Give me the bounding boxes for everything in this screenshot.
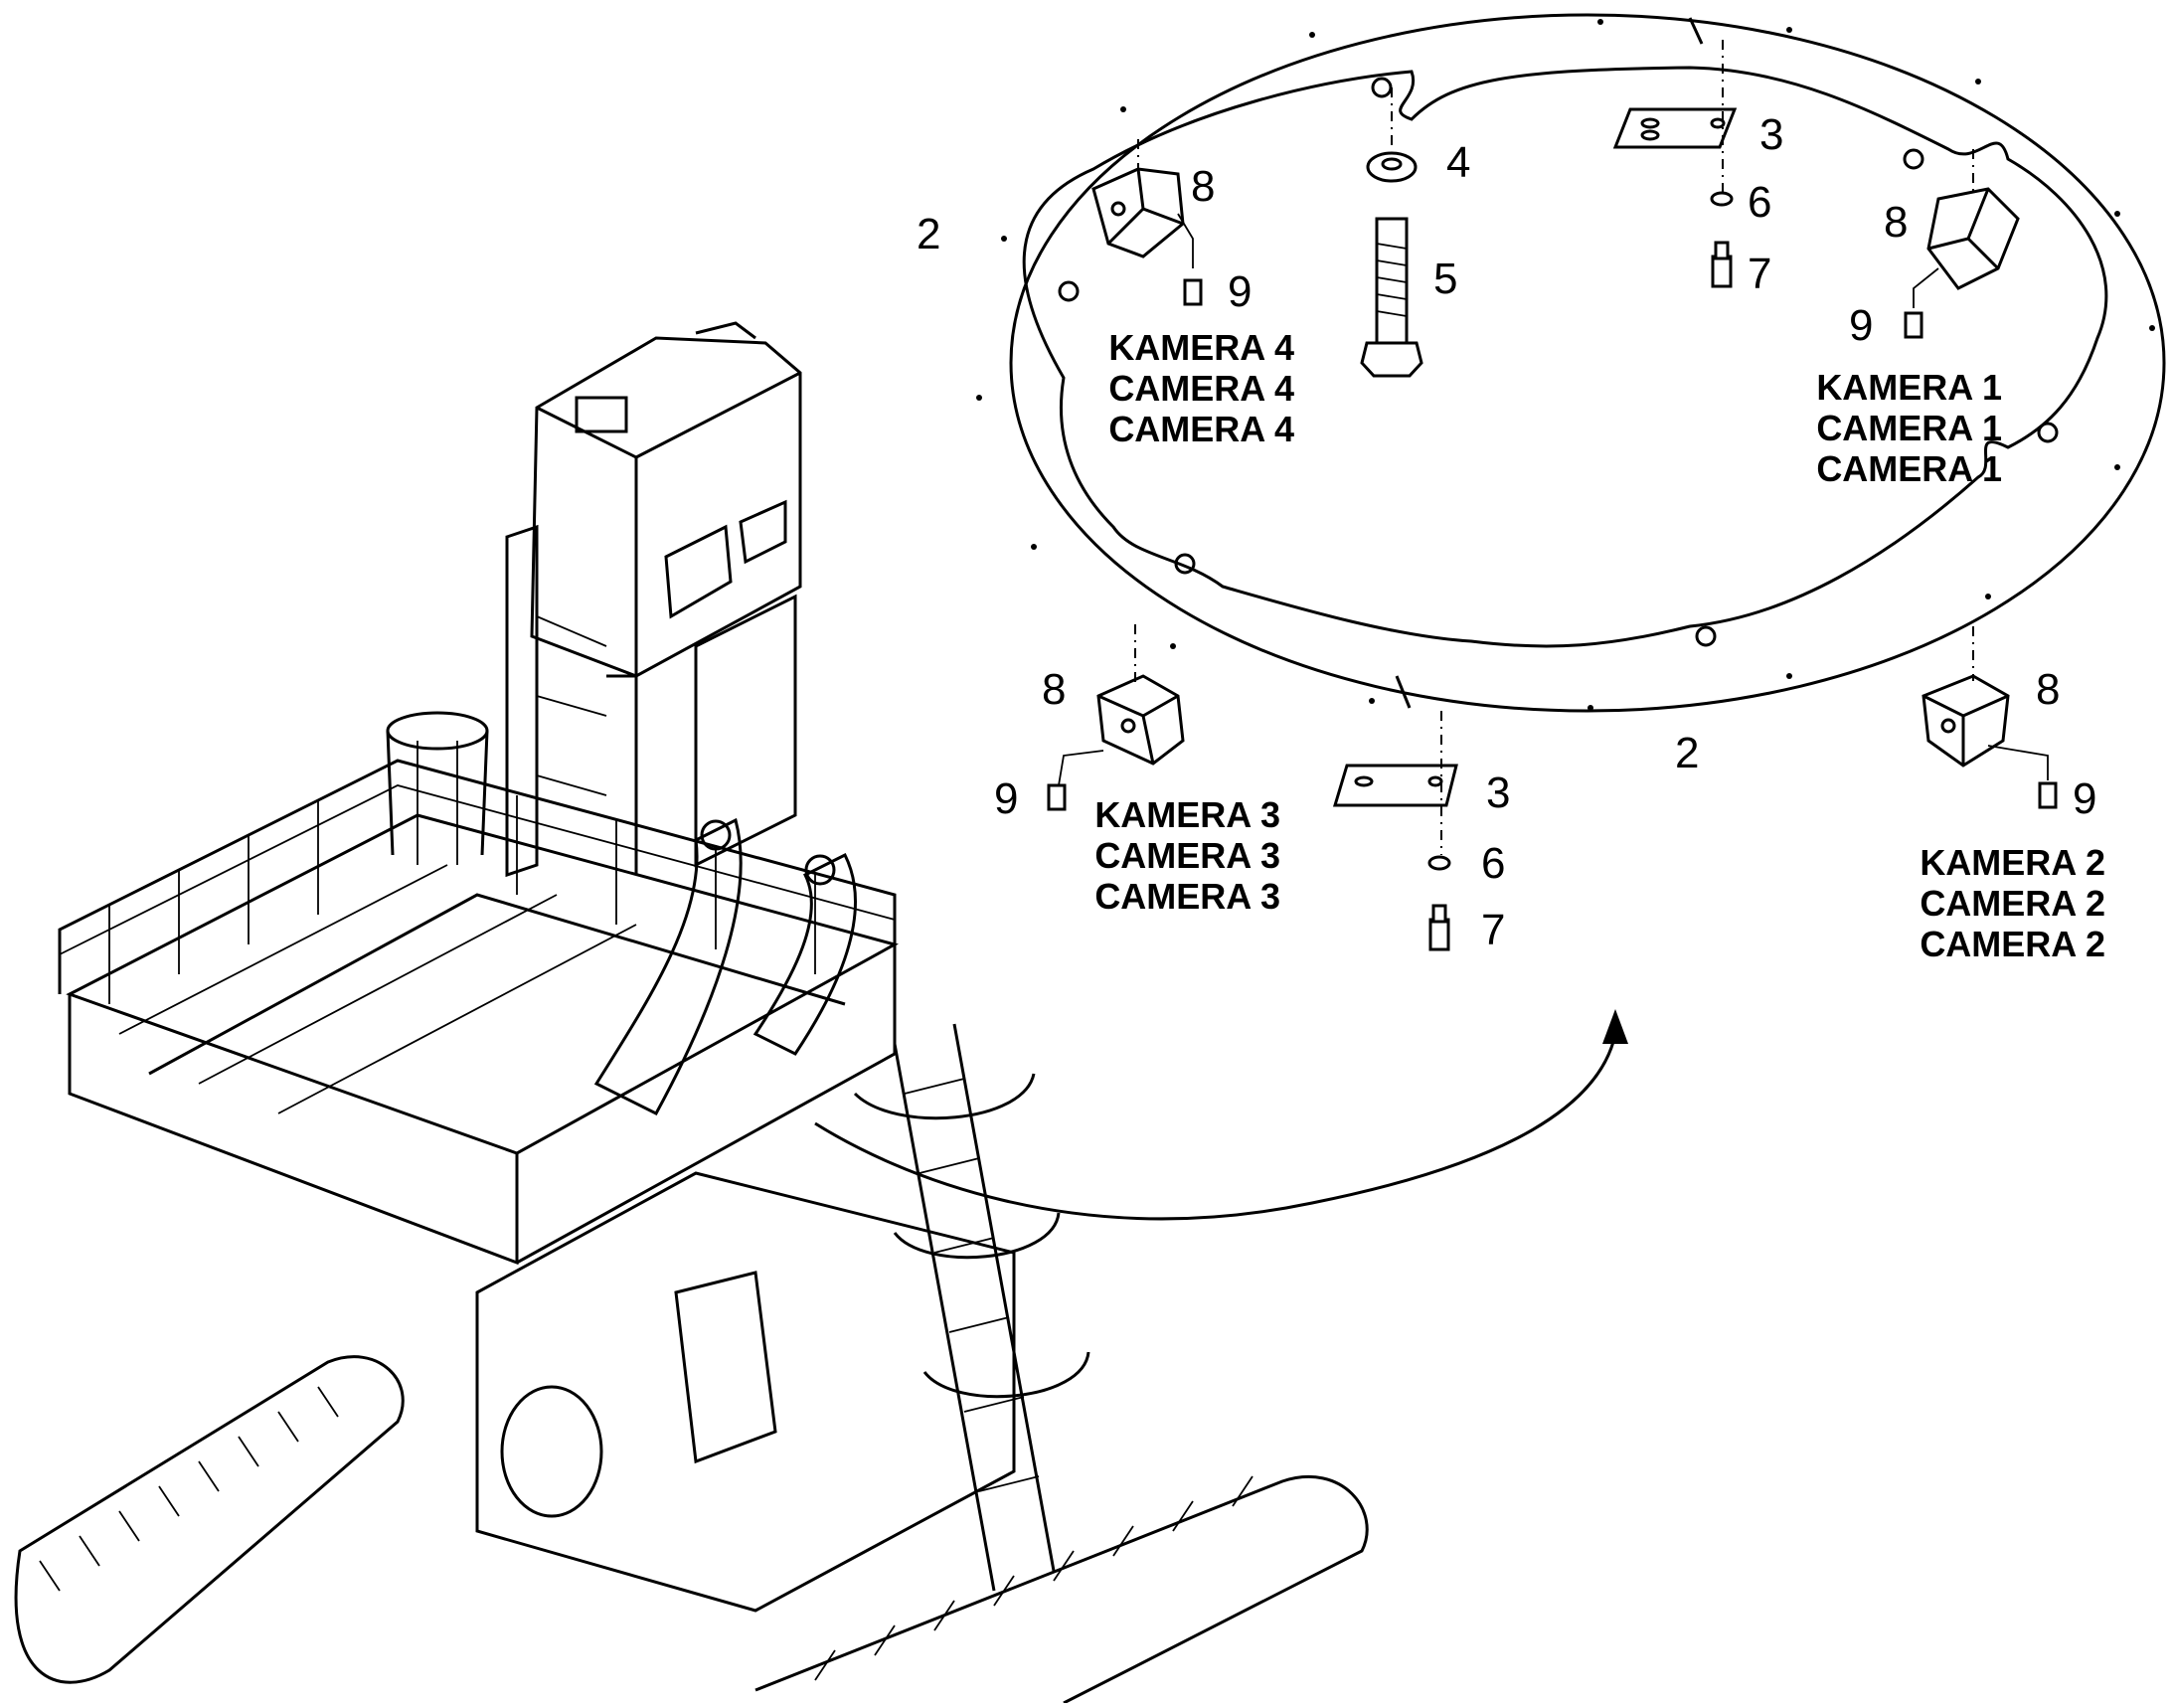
ring-lug: [1174, 553, 1196, 575]
svg-text:CAMERA 2: CAMERA 2: [1920, 883, 2105, 924]
handrails: [58, 759, 897, 1004]
callout-bracket-cam3: 8: [1042, 665, 1066, 714]
callout-ring-bottom: 2: [1675, 729, 1699, 777]
svg-text:KAMERA 1: KAMERA 1: [1816, 367, 2002, 408]
mounting-ring: [976, 13, 2166, 713]
access-ladder: [853, 1023, 1090, 1592]
camera-screw-3: [1047, 783, 1067, 811]
svg-text:KAMERA 3: KAMERA 3: [1094, 794, 1280, 835]
callout-plate-top: 3: [1759, 110, 1783, 159]
lock-washer-bottom: [1427, 855, 1451, 871]
svg-text:KAMERA 2: KAMERA 2: [1920, 842, 2105, 883]
svg-text:CAMERA 1: CAMERA 1: [1816, 408, 2002, 448]
callout-bolt: 5: [1433, 255, 1457, 303]
callout-screw-cam1: 9: [1849, 301, 1873, 350]
ring-lug: [2037, 422, 2059, 443]
excavator-illustration: [14, 321, 1369, 1705]
camera-bracket-3: [1096, 674, 1185, 766]
callout-bracket-cam2: 8: [2036, 665, 2060, 714]
svg-text:KAMERA 4: KAMERA 4: [1108, 327, 1294, 368]
operator-cab: [530, 321, 802, 678]
camera-4-label: KAMERA 4 CAMERA 4 CAMERA 4: [1108, 327, 1294, 449]
cab-tower: [505, 524, 797, 878]
camera-2-label: KAMERA 2 CAMERA 2 CAMERA 2: [1920, 842, 2105, 964]
ring-lug: [1371, 77, 1393, 98]
camera-screw-4: [1183, 278, 1203, 306]
callout-bracket-cam4: 8: [1191, 162, 1215, 211]
camera-bracket-4: [1091, 167, 1185, 258]
svg-text:CAMERA 4: CAMERA 4: [1108, 368, 1294, 409]
car-body: [475, 1171, 1016, 1613]
svg-text:CAMERA 3: CAMERA 3: [1094, 835, 1280, 876]
camera-3-label: KAMERA 3 CAMERA 3 CAMERA 3: [1094, 794, 1280, 917]
ring-joint-top: [1688, 17, 1704, 45]
upper-deck: [66, 813, 899, 1266]
boom-foot: [593, 817, 857, 1115]
spacer-plate-top: [1612, 107, 1738, 149]
callout-screw-cam3: 9: [994, 774, 1018, 823]
svg-text:CAMERA 3: CAMERA 3: [1094, 876, 1280, 917]
crawler-track-right: [754, 1474, 1369, 1705]
callout-lockwasher-top: 6: [1748, 178, 1771, 227]
callout-screw-cam2: 9: [2073, 774, 2096, 823]
svg-text:CAMERA 4: CAMERA 4: [1108, 409, 1294, 449]
spacer-plate-bottom: [1332, 764, 1458, 807]
callout-screw-bottom: 7: [1481, 906, 1505, 954]
callout-screw-top: 7: [1748, 250, 1771, 298]
callout-washer: 4: [1446, 138, 1470, 187]
camera-bracket-1: [1926, 187, 2020, 290]
ring-lug: [1903, 148, 1924, 170]
callout-lockwasher-bottom: 6: [1481, 839, 1505, 888]
long-bolt-part: [1360, 217, 1423, 378]
small-bolt-top: [1711, 241, 1733, 288]
ring-lug: [1695, 625, 1717, 647]
callout-bracket-cam1: 8: [1884, 198, 1908, 247]
callout-plate-bottom: 3: [1486, 769, 1510, 817]
arrow-head-icon: [1602, 1009, 1628, 1044]
camera-screw-1: [1904, 311, 1923, 339]
camera-1-label: KAMERA 1 CAMERA 1 CAMERA 1: [1816, 367, 2002, 489]
small-bolt-bottom: [1428, 904, 1450, 951]
camera-bracket-2: [1922, 674, 2010, 768]
callout-ring-top: 2: [917, 210, 940, 258]
crawler-track-left: [14, 1355, 405, 1684]
svg-text:CAMERA 1: CAMERA 1: [1816, 448, 2002, 489]
washer-part: [1366, 151, 1418, 183]
callout-screw-cam4: 9: [1228, 267, 1252, 316]
camera-screw-2: [2038, 781, 2058, 809]
location-arrow: [814, 1009, 1628, 1221]
ring-joint-bottom: [1395, 675, 1412, 709]
ring-lug: [1058, 280, 1080, 302]
lock-washer-top: [1710, 191, 1734, 207]
svg-text:CAMERA 2: CAMERA 2: [1920, 924, 2105, 964]
service-basket: [386, 711, 489, 865]
